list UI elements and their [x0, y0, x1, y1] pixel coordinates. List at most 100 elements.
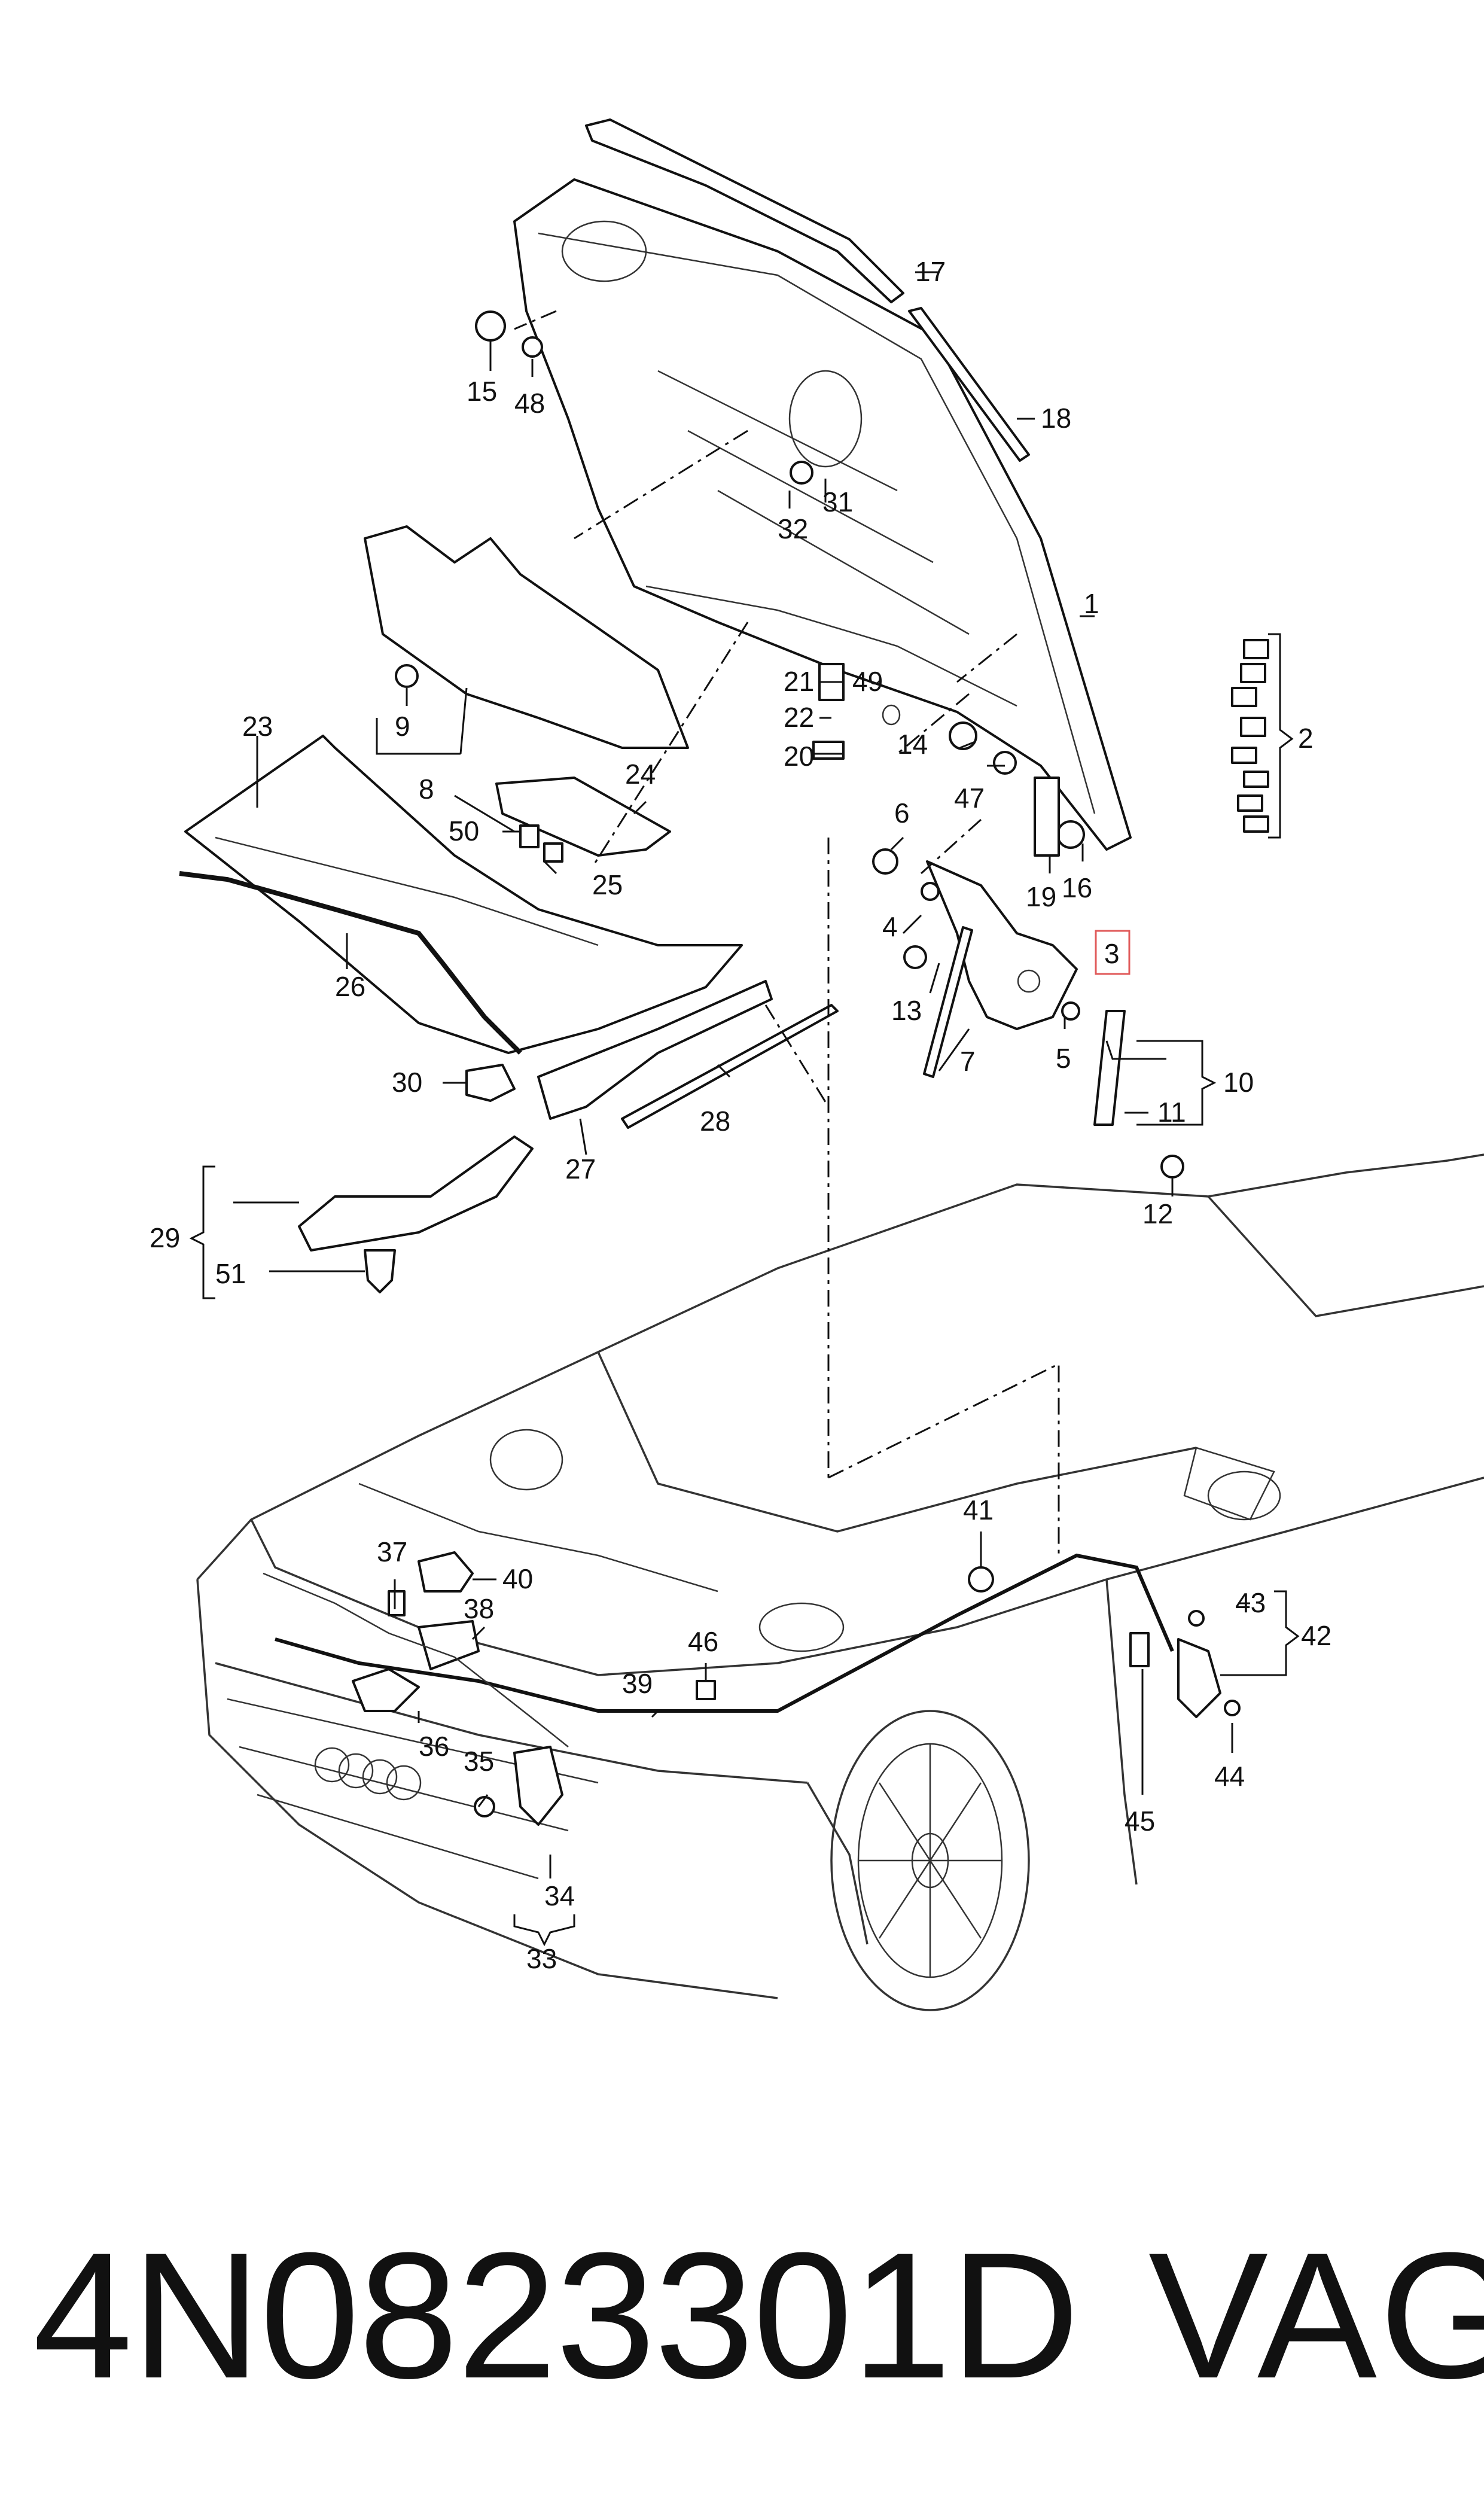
reference-line: [514, 310, 557, 330]
clip-25: [543, 842, 563, 863]
callout-4: 4: [882, 911, 898, 942]
callout-37: 37: [377, 1536, 407, 1567]
callout-18: 18: [1041, 403, 1071, 434]
release-lever-42: [1177, 1638, 1221, 1718]
cowl-bracket: [298, 1135, 534, 1252]
trim-19: [1034, 777, 1060, 857]
clip-9: [395, 664, 419, 688]
callout-13: 13: [891, 995, 922, 1026]
buffer-47: [993, 751, 1017, 775]
callout-24: 24: [625, 759, 656, 790]
callout-28: 28: [700, 1106, 730, 1137]
callout-25: 25: [592, 869, 623, 900]
buffer-48: [522, 336, 543, 358]
callout-21: 21: [784, 666, 814, 697]
callout-19: 19: [1026, 881, 1056, 912]
callout-50: 50: [449, 815, 479, 847]
callout-9: 9: [395, 711, 410, 742]
callout-8: 8: [419, 774, 434, 805]
release-cable: [275, 1553, 1174, 1713]
callout-39: 39: [622, 1668, 653, 1699]
reference-line: [574, 430, 748, 540]
reference-line: [591, 622, 749, 868]
lock-cover-40: [418, 1551, 474, 1593]
bolt-44: [1224, 1700, 1241, 1716]
callout-labels: 1 2 3 4 5 6 7 8 9 10 11 12 13 14 15 16 1…: [150, 256, 1331, 1974]
callout-48: 48: [514, 388, 545, 419]
callout-33: 33: [526, 1943, 557, 1974]
leader-lines: [189, 271, 1300, 1947]
lock-sensor-34: [513, 1746, 563, 1826]
callout-47: 47: [954, 783, 985, 814]
cowl-cover: [495, 777, 671, 857]
callout-31: 31: [822, 486, 853, 517]
callout-6: 6: [894, 797, 910, 829]
callout-2: 2: [1298, 723, 1314, 754]
callout-7: 7: [960, 1046, 976, 1077]
bolt-12: [1160, 1155, 1184, 1179]
callout-29: 29: [150, 1222, 180, 1253]
gas-strut: [923, 926, 973, 1078]
callout-41: 41: [963, 1494, 994, 1526]
bolt-5: [1061, 1001, 1080, 1021]
bolt-43: [1188, 1610, 1205, 1627]
buffer-16: [1056, 820, 1085, 849]
callout-11: 11: [1157, 1097, 1186, 1128]
callout-45: 45: [1125, 1805, 1155, 1837]
callout-30: 30: [392, 1067, 422, 1098]
callout-15: 15: [467, 376, 497, 407]
ring-49: [882, 704, 901, 726]
lock-carrier-36: [352, 1668, 420, 1712]
reference-line: [764, 1004, 830, 1107]
hood-side-seal: [908, 307, 1030, 462]
bracket-20: [812, 741, 845, 760]
callout-26: 26: [335, 971, 365, 1002]
bolt-37: [388, 1590, 406, 1616]
reference-line: [920, 818, 982, 875]
cowl-seal: [179, 871, 522, 1055]
callout-49: 49: [852, 666, 883, 697]
callout-44: 44: [1214, 1761, 1245, 1792]
callout-3-highlight: [1095, 930, 1130, 975]
callout-46: 46: [688, 1626, 718, 1657]
callout-10: 10: [1223, 1067, 1254, 1098]
callout-16: 16: [1062, 872, 1092, 903]
hood-panel: [513, 178, 1132, 851]
callout-12: 12: [1142, 1198, 1173, 1229]
callout-23: 23: [242, 711, 273, 742]
bracket-45: [1129, 1632, 1150, 1667]
clip-51: [364, 1249, 396, 1293]
callout-42: 42: [1301, 1620, 1331, 1651]
hood-strut: [1093, 1010, 1126, 1126]
buffer-13: [903, 945, 927, 969]
reference-line: [897, 693, 970, 755]
callout-38: 38: [464, 1593, 494, 1624]
exploded-parts-diagram: 1 2 3 4 5 6 7 8 9 10 11 12 13 14 15 16 1…: [150, 118, 1484, 2011]
callout-34: 34: [544, 1880, 575, 1911]
grommet-41: [968, 1566, 994, 1593]
callout-51: 51: [215, 1258, 246, 1289]
hood-seal-strip: [585, 118, 904, 303]
callout-36: 36: [419, 1731, 449, 1762]
nut-6: [872, 848, 898, 875]
clip-50: [519, 824, 540, 848]
cowl-trim: [537, 980, 773, 1120]
buffer-14: [949, 721, 977, 750]
car-body: [196, 1153, 1484, 2011]
brand-label: VAG: [1148, 2215, 1484, 2416]
hood-hinge: [926, 860, 1078, 1030]
callout-32: 32: [778, 513, 808, 544]
callout-35: 35: [464, 1746, 494, 1777]
callout-1: 1: [1084, 588, 1099, 619]
callout-3: 3: [1104, 938, 1120, 969]
bolt-32: [790, 461, 813, 485]
callout-40: 40: [502, 1563, 533, 1594]
callout-43: 43: [1235, 1587, 1266, 1618]
callout-17: 17: [915, 256, 946, 287]
nut-4: [921, 882, 940, 901]
callout-22: 22: [784, 702, 814, 733]
part-number: 4N0823301D: [33, 2215, 1080, 2416]
clip-30: [465, 1064, 516, 1102]
callout-27: 27: [565, 1153, 596, 1185]
reference-line: [828, 1362, 1060, 1555]
